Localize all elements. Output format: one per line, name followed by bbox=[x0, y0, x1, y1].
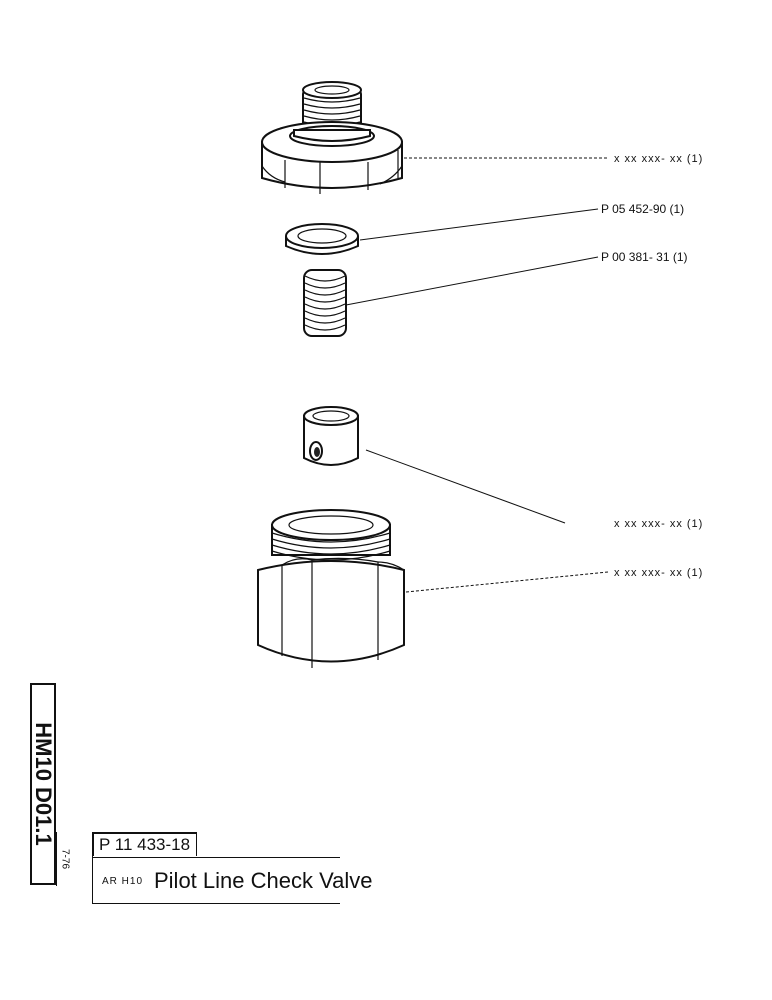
leader-lines bbox=[345, 157, 609, 593]
title-rule-top bbox=[92, 857, 340, 858]
hex-nut-fitting bbox=[261, 81, 403, 194]
sealing-ring bbox=[285, 223, 359, 255]
callout-valve-body: x xx xxx- xx (1) bbox=[614, 567, 703, 579]
callout-spring: P 00 381- 31 (1) bbox=[601, 250, 688, 264]
callout-sealing-ring: P 05 452-90 (1) bbox=[601, 202, 684, 216]
part-number: P 11 433-18 bbox=[92, 832, 198, 856]
spring bbox=[303, 269, 347, 337]
document-code-box: HM10 D01.1 bbox=[30, 683, 56, 885]
title-rule-bottom bbox=[92, 903, 340, 904]
date-code: 7-76 bbox=[59, 848, 71, 870]
callout-hex-nut-fitting: x xx xxx- xx (1) bbox=[614, 153, 703, 165]
date-code-box: 7-76 bbox=[56, 832, 73, 886]
drawing-title: Pilot Line Check Valve bbox=[154, 868, 373, 893]
valve-poppet bbox=[303, 406, 359, 466]
document-code: HM10 D01.1 bbox=[31, 722, 56, 846]
title-rule-left bbox=[92, 856, 93, 904]
valve-body bbox=[257, 509, 405, 668]
callout-valve-poppet: x xx xxx- xx (1) bbox=[614, 518, 703, 530]
model-code: AR H10 bbox=[102, 876, 144, 887]
